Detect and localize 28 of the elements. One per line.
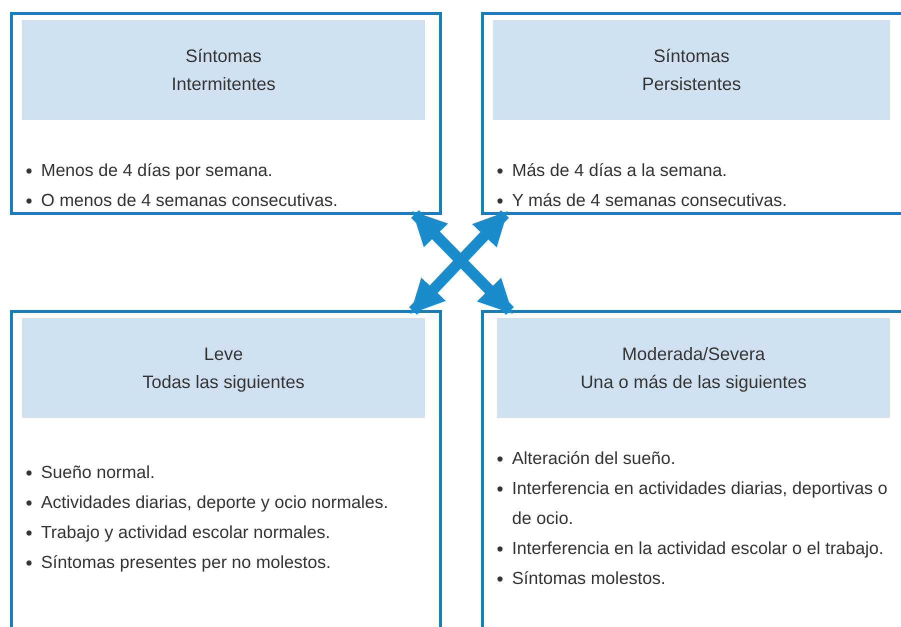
bullet-text: Interferencia en actividades diarias, deportivas o de ocio. — [512, 477, 888, 530]
bullet-text: Síntomas presentes per no molestos. — [41, 551, 332, 574]
header-text: Persistentes — [642, 73, 742, 96]
header-text: Una o más de las siguientes — [580, 371, 807, 394]
bullet-text: Más de 4 días a la semana. — [512, 159, 728, 182]
header-text: Síntomas — [185, 45, 262, 68]
bullet-text: Trabajo y actividad escolar normales. — [41, 521, 332, 544]
header-text: Síntomas — [653, 45, 730, 68]
header-text: Moderada/Severa — [622, 343, 766, 366]
header-panel — [22, 20, 425, 120]
bullet-text: Actividades diarias, deporte y ocio normales. — [41, 491, 390, 514]
category-box — [481, 310, 901, 627]
bullet-text: Interferencia en la actividad escolar o el trabajo. — [512, 537, 885, 560]
header-text: Leve — [204, 343, 244, 366]
category-box — [10, 12, 442, 215]
bullet-text: Alteración del sueño. — [512, 447, 676, 470]
category-box — [10, 310, 442, 627]
header-panel — [493, 20, 890, 120]
category-box — [481, 12, 901, 215]
header-text: Todas las siguientes — [142, 371, 305, 394]
bullet-text: Síntomas molestos. — [512, 567, 667, 590]
bullet-text: Sueño normal. — [41, 461, 156, 484]
bullet-text: Y más de 4 semanas consecutivas. — [512, 189, 788, 212]
header-panel — [22, 318, 425, 418]
header-panel — [497, 318, 890, 418]
header-text: Intermitentes — [171, 73, 276, 96]
bullet-text: O menos de 4 semanas consecutivas. — [41, 189, 339, 212]
bullet-text: Menos de 4 días por semana. — [41, 159, 274, 182]
